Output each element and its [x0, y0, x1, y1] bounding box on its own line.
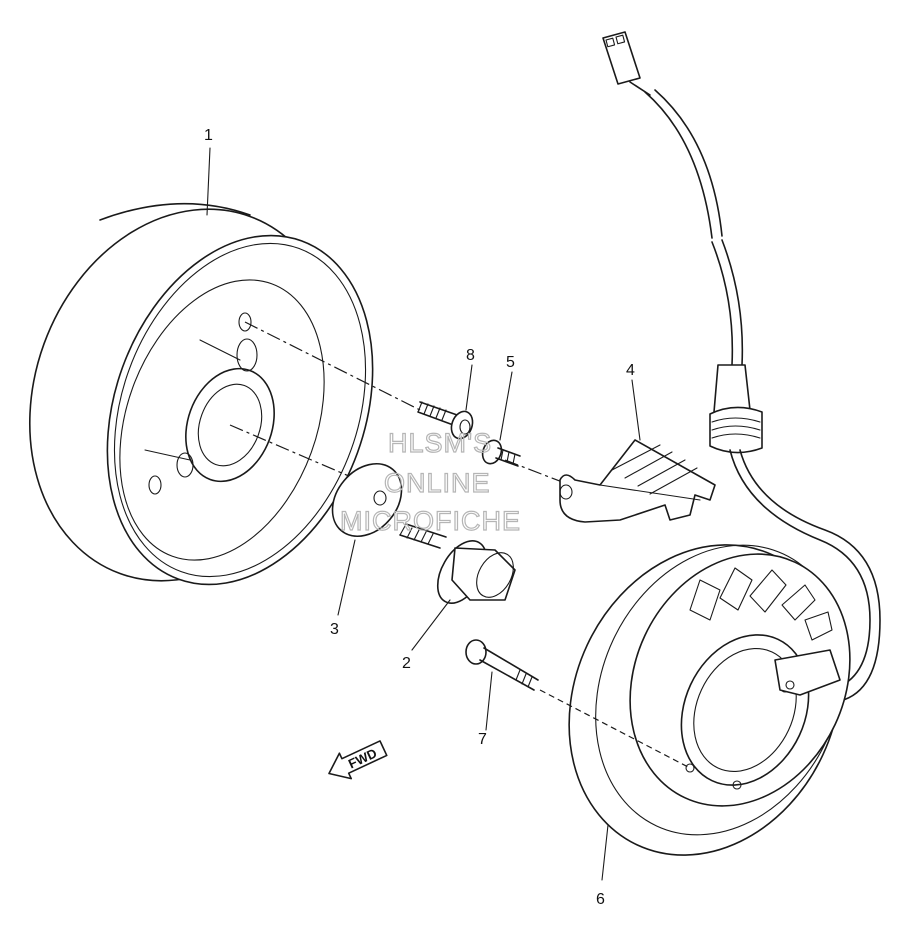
callout-7: 7 — [478, 731, 487, 748]
watermark: HLSM'S ONLINE MICROFICHE — [339, 427, 521, 536]
callout-4: 4 — [626, 362, 635, 379]
callout-1: 1 — [204, 127, 213, 144]
callout-6: 6 — [596, 891, 605, 908]
leader-line-7 — [485, 671, 493, 731]
callout-2: 2 — [402, 655, 411, 672]
leader-line-1 — [206, 147, 211, 216]
forward-direction-arrow: FWD — [328, 740, 388, 780]
watermark-line-3: MICROFICHE — [340, 506, 521, 536]
alignment-line-stator — [539, 689, 691, 769]
callout-5: 5 — [506, 354, 515, 371]
alignment-line-bracket — [504, 459, 571, 486]
callout-8: 8 — [466, 347, 475, 364]
watermark-line-1: HLSM'S — [388, 428, 492, 458]
leader-line-4 — [631, 379, 641, 441]
leader-line-2 — [411, 599, 451, 651]
wire-harness — [602, 31, 881, 703]
lead-holder-bracket — [559, 439, 716, 523]
leader-line-5 — [499, 371, 513, 441]
leader-line-3 — [337, 539, 356, 616]
long-bolt — [465, 639, 539, 691]
leader-line-8 — [465, 364, 473, 411]
flange-bolt — [399, 523, 516, 604]
screw-8 — [417, 401, 474, 440]
watermark-line-2: ONLINE — [384, 468, 491, 498]
alignment-line-upper — [244, 321, 421, 411]
stator-assembly — [568, 544, 851, 856]
screw-5 — [481, 439, 521, 467]
washer — [331, 462, 403, 538]
rotor-flywheel — [28, 202, 374, 586]
leader-line-6 — [601, 824, 609, 881]
callout-3: 3 — [330, 621, 339, 638]
